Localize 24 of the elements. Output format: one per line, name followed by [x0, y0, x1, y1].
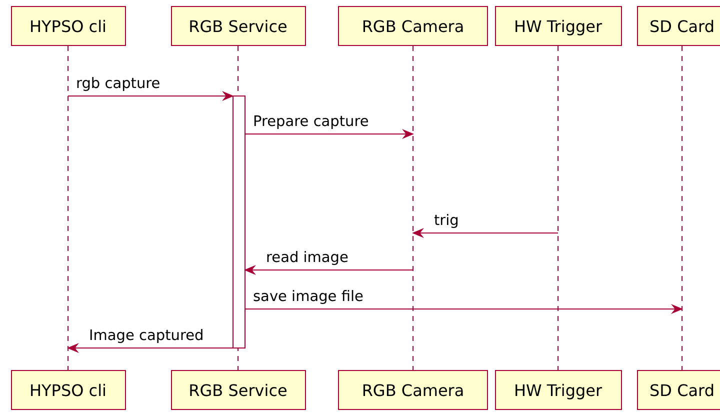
message-arrow — [244, 129, 414, 139]
message-arrow — [412, 228, 558, 238]
participant-box: SD Card — [637, 6, 720, 46]
participant-box: HW Trigger — [494, 370, 622, 410]
message-arrow — [67, 343, 234, 353]
message-label: Image captured — [88, 328, 205, 344]
participant-box: HYPSO cli — [10, 6, 126, 46]
participant-box: RGB Service — [170, 6, 306, 46]
activation-bar — [232, 96, 246, 348]
message-arrow — [244, 304, 683, 314]
participant-box: RGB Camera — [338, 370, 488, 410]
message-label: trig — [433, 213, 460, 229]
message-arrow — [244, 265, 414, 275]
message-label: save image file — [252, 289, 364, 305]
message-label: Prepare capture — [252, 114, 370, 130]
participant-box: RGB Service — [170, 370, 306, 410]
participant-box: SD Card — [637, 370, 720, 410]
lifeline — [412, 46, 414, 370]
participant-box: HYPSO cli — [10, 370, 126, 410]
message-label: read image — [265, 250, 350, 266]
participant-box: RGB Camera — [338, 6, 488, 46]
message-label: rgb capture — [75, 76, 162, 92]
message-arrow — [68, 91, 234, 101]
participant-box: HW Trigger — [494, 6, 622, 46]
